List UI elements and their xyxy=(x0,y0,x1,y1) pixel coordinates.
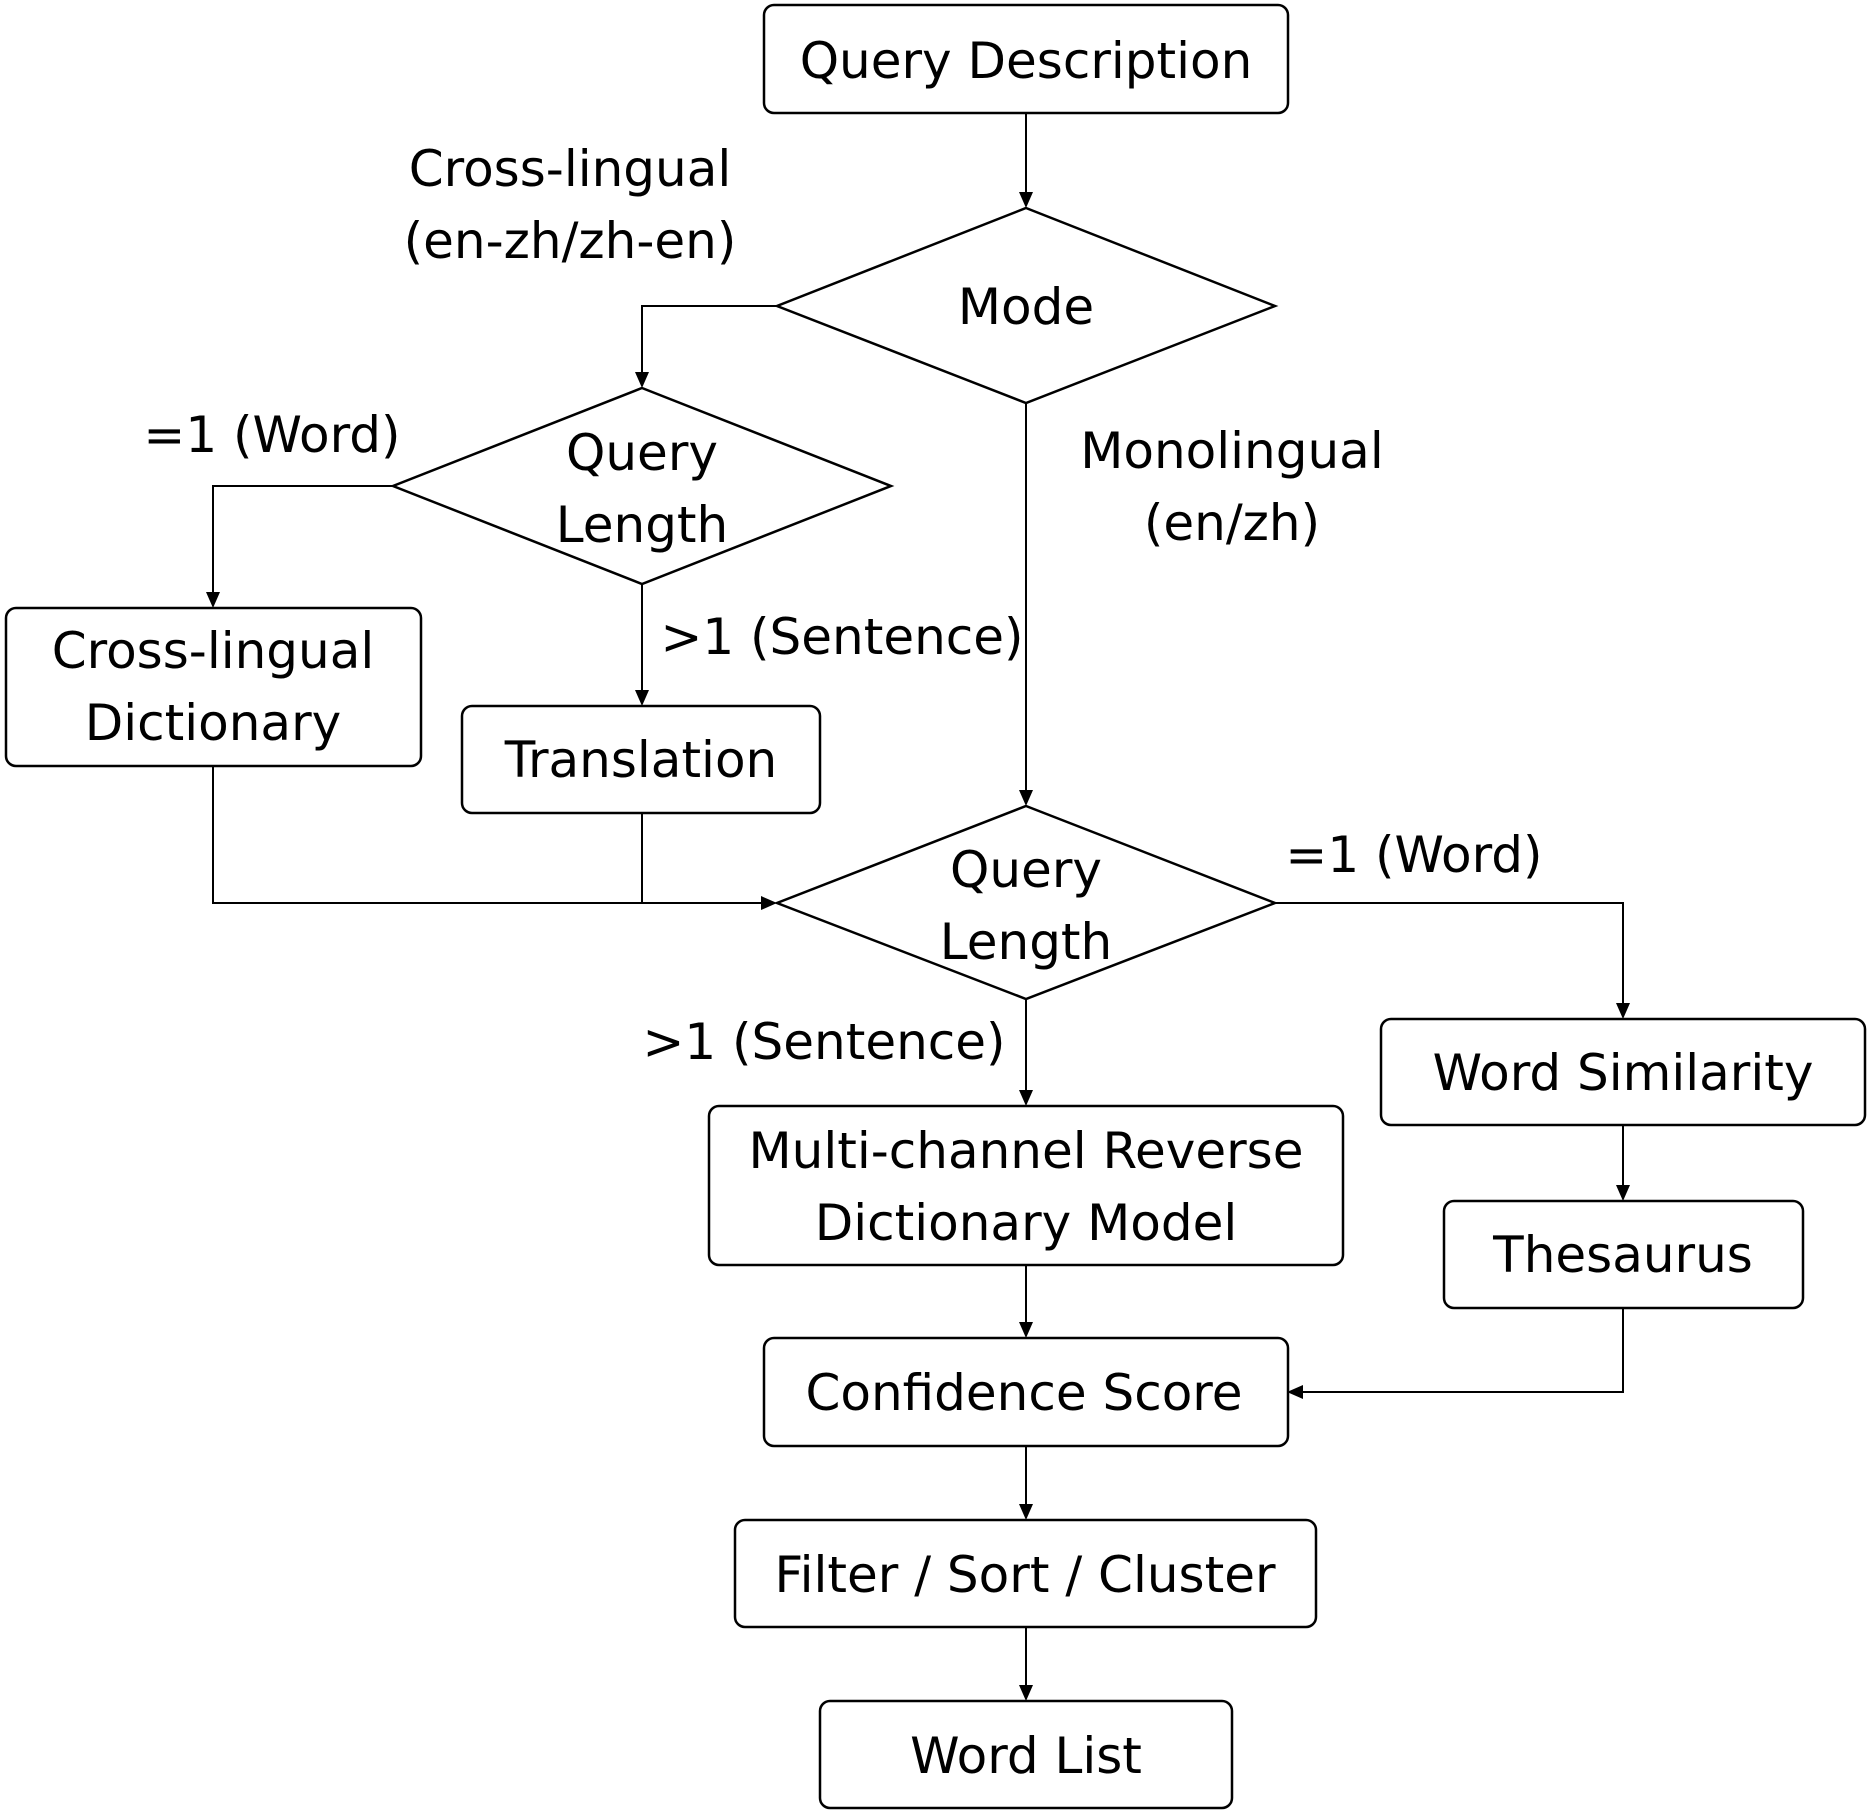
node-label-line-2: Length xyxy=(556,496,728,554)
node-word-similarity: Word Similarity xyxy=(1379,1017,1867,1127)
edge-label-monolingual-line-2: (en/zh) xyxy=(1144,494,1320,552)
edge-label-word-2: =1 (Word) xyxy=(1285,826,1542,884)
node-query-length-1: Query Length xyxy=(389,386,895,586)
process-box xyxy=(1442,1199,1805,1310)
edge-label-cross-lingual-line-2: (en-zh/zh-en) xyxy=(404,212,737,270)
arrow-head xyxy=(761,896,777,910)
decision-diamond xyxy=(773,206,1279,405)
process-box xyxy=(4,606,423,768)
node-label: Word Similarity xyxy=(1433,1044,1814,1102)
edge-label-word-1: =1 (Word) xyxy=(143,406,400,464)
process-box xyxy=(818,1699,1234,1810)
edge-label-sentence-1: >1 (Sentence) xyxy=(660,608,1023,666)
connectors xyxy=(206,113,1630,1701)
arrow-head xyxy=(1287,1385,1303,1399)
node-label: Mode xyxy=(958,278,1094,336)
process-box xyxy=(762,1336,1290,1448)
arrow-head xyxy=(1616,1003,1630,1019)
edge-query-length-2-to-word-similarity xyxy=(1275,902,1624,1003)
edge-dictionary-to-query-length-2 xyxy=(212,766,761,904)
arrow-head xyxy=(1019,790,1033,806)
arrow-head xyxy=(1019,1090,1033,1106)
node-translation: Translation xyxy=(460,704,822,815)
edge-thesaurus-to-confidence xyxy=(1303,1308,1624,1393)
process-box xyxy=(460,704,822,815)
node-label-line-2: Dictionary Model xyxy=(815,1194,1237,1252)
node-label-line-1: Query xyxy=(566,424,718,482)
arrow-head xyxy=(1019,1685,1033,1701)
node-word-list: Word List xyxy=(818,1699,1234,1810)
node-query-length-2: Query Length xyxy=(773,804,1279,1001)
node-label: Query Description xyxy=(800,32,1253,90)
node-filter-sort-cluster: Filter / Sort / Cluster xyxy=(733,1518,1318,1629)
edge-label-monolingual-line-1: Monolingual xyxy=(1080,422,1383,480)
node-label: Translation xyxy=(504,731,777,789)
edge-label-sentence-2: >1 (Sentence) xyxy=(642,1013,1005,1071)
process-box xyxy=(762,3,1290,115)
arrow-head xyxy=(635,372,649,388)
arrow-head xyxy=(206,592,220,608)
node-label: Word List xyxy=(910,1727,1142,1785)
process-box xyxy=(733,1518,1318,1629)
node-label-line-1: Query xyxy=(950,841,1102,899)
node-label-line-1: Cross-lingual xyxy=(52,622,375,680)
arrow-head xyxy=(1019,192,1033,208)
node-cross-lingual-dictionary: Cross-lingual Dictionary xyxy=(4,606,423,768)
decision-diamond xyxy=(773,804,1279,1001)
arrow-head xyxy=(1019,1322,1033,1338)
node-label-line-2: Dictionary xyxy=(85,694,341,752)
node-query-description: Query Description xyxy=(762,3,1290,115)
edge-labels: Cross-lingual (en-zh/zh-en) Monolingual … xyxy=(143,140,1542,1071)
arrow-head xyxy=(635,690,649,706)
node-confidence-score: Confidence Score xyxy=(762,1336,1290,1448)
edge-mode-to-query-length-1 xyxy=(641,305,777,372)
process-box xyxy=(1379,1017,1867,1127)
arrow-head xyxy=(1616,1185,1630,1201)
edge-label-cross-lingual-line-1: Cross-lingual xyxy=(409,140,732,198)
node-label-line-1: Multi-channel Reverse xyxy=(749,1122,1304,1180)
node-label: Thesaurus xyxy=(1492,1226,1753,1284)
node-label: Confidence Score xyxy=(805,1364,1242,1422)
edge-query-length-1-to-dictionary xyxy=(212,485,393,592)
node-thesaurus: Thesaurus xyxy=(1442,1199,1805,1310)
arrow-head xyxy=(1019,1504,1033,1520)
process-box xyxy=(707,1104,1345,1267)
node-label: Filter / Sort / Cluster xyxy=(774,1546,1275,1604)
node-label-line-2: Length xyxy=(940,913,1112,971)
node-multi-channel-model: Multi-channel Reverse Dictionary Model xyxy=(707,1104,1345,1267)
decision-diamond xyxy=(389,386,895,586)
node-mode: Mode xyxy=(773,206,1279,405)
